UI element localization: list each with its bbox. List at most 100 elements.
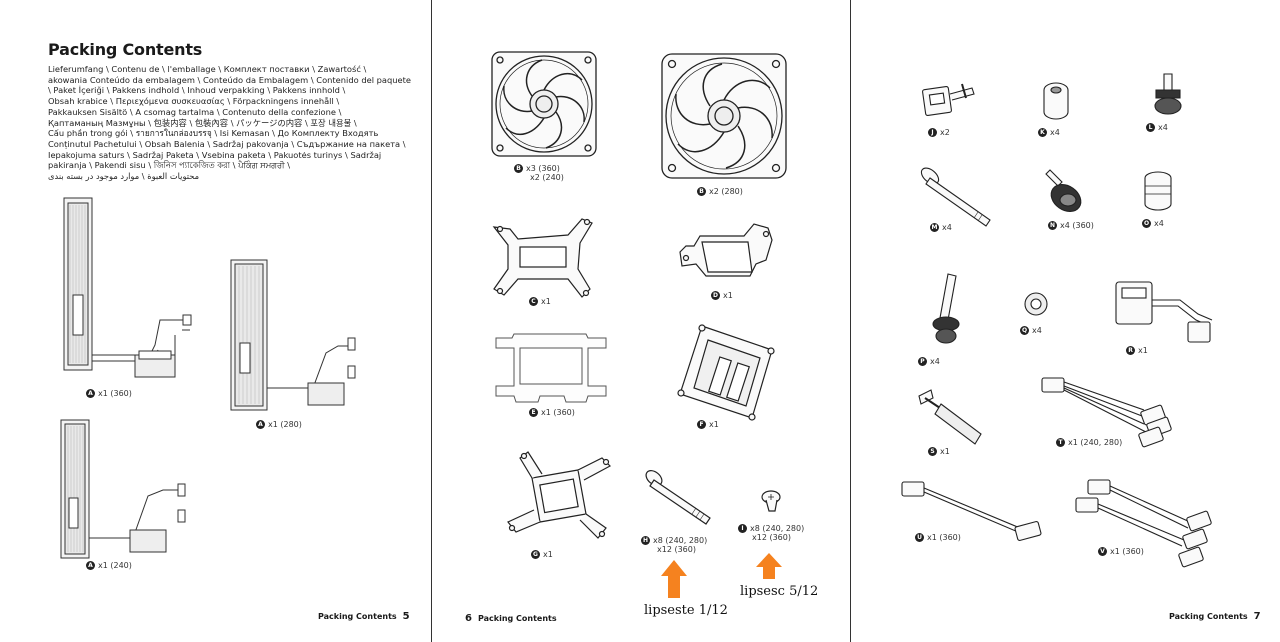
page-number: 7 xyxy=(1253,611,1261,622)
item-quantity: x1 (240) xyxy=(98,561,132,570)
screw-h-illustration xyxy=(645,470,711,525)
item-letter-badge: C xyxy=(529,297,538,306)
item-letter-badge: N xyxy=(1048,221,1057,230)
translation-line: \ Paket İçeriği \ Pakkens indhold \ Inho… xyxy=(48,85,346,96)
item-quantity: x4 xyxy=(1158,123,1168,132)
item-quantity: x3 (360) xyxy=(526,164,560,173)
item-quantity: x4 xyxy=(1032,326,1042,335)
translation-line: Lieferumfang \ Contenu de \ l'emballage … xyxy=(48,64,367,74)
page-footer: Packing Contents 7 xyxy=(1169,611,1261,622)
item-letter-badge: S xyxy=(928,447,937,456)
item-quantity: x4 (360) xyxy=(1060,221,1094,230)
footer-text: Packing Contents xyxy=(1169,612,1248,621)
item-quantity: x1 (360) xyxy=(927,533,961,542)
arrow-up-icon xyxy=(661,560,687,598)
item-quantity: x1 (360) xyxy=(98,389,132,398)
arrow-up-icon xyxy=(756,553,782,579)
translation-line: Conținutul Pachetului \ Obsah Balenia \ … xyxy=(48,138,406,149)
translation-line: pakiranja \ Pakendi sisu \ জিনিস প্যাকেজ… xyxy=(48,160,291,171)
page-number: 6 xyxy=(465,613,472,624)
fan-360-illustration xyxy=(491,51,597,157)
backplate-f-illustration xyxy=(677,324,775,421)
item-letter-badge: E xyxy=(529,408,538,417)
translation-line: akowania Conteúdo da embalagem \ Conteúd… xyxy=(48,74,411,85)
item-letter-badge: O xyxy=(1142,219,1151,228)
item-letter-badge: L xyxy=(1146,123,1155,132)
part-p-illustration xyxy=(932,273,960,344)
item-letter-badge: A xyxy=(86,389,95,398)
item-letter-badge: G xyxy=(531,550,540,559)
part-k-illustration xyxy=(1043,82,1069,120)
item-quantity: x1 xyxy=(940,447,950,456)
item-letter-badge: I xyxy=(738,524,747,533)
item-quantity: x1 xyxy=(1138,346,1148,355)
item-letter-badge: R xyxy=(1126,346,1135,355)
item-b-240-quantity: x2 (240) xyxy=(530,173,564,182)
translation-line: محتويات العبوة \ موارد موجود در بسته بند… xyxy=(48,171,200,182)
part-n-illustration xyxy=(1045,169,1082,212)
thermal-paste-s-illustration xyxy=(918,389,982,445)
fan-280-illustration xyxy=(661,53,787,179)
bracket-d-illustration xyxy=(679,223,773,277)
translation-line: Cấu phần trong gói \ รายการในกล่องบรรจุ … xyxy=(48,128,379,139)
item-quantity: x1 (280) xyxy=(268,420,302,429)
part-q-illustration xyxy=(1024,292,1048,316)
item-quantity: x2 xyxy=(940,128,950,137)
part-l-illustration xyxy=(1154,73,1182,115)
translation-line: Obsah krabice \ Περιεχόμενα συσκευασίας … xyxy=(48,96,340,107)
item-letter-badge: U xyxy=(915,533,924,542)
intel-bracket-g-illustration xyxy=(507,451,611,539)
page-footer: 6 Packing Contents xyxy=(465,613,557,624)
footer-text: Packing Contents xyxy=(477,614,557,623)
part-m-illustration xyxy=(920,167,991,227)
item-quantity: x1 (360) xyxy=(541,408,575,417)
item-quantity: x4 xyxy=(1154,219,1164,228)
item-quantity: x1 (240, 280) xyxy=(1068,438,1123,447)
item-letter-badge: A xyxy=(256,420,265,429)
missing-note-h: lipseste 1/12 xyxy=(644,603,728,618)
item-quantity: x1 xyxy=(541,297,551,306)
item-letter-badge: J xyxy=(928,128,937,137)
radiator-360-illustration xyxy=(63,197,192,378)
page-title: Packing Contents xyxy=(48,40,203,59)
cable-v-illustration xyxy=(1075,479,1212,568)
bracket-e-illustration xyxy=(495,333,607,403)
page-divider-left xyxy=(431,0,432,642)
radiator-280-illustration xyxy=(230,259,356,411)
footer-text: Packing Contents xyxy=(318,612,397,621)
item-letter-badge: Q xyxy=(1020,326,1029,335)
screw-i-illustration xyxy=(761,490,781,512)
translation-line: Қаптаманың Мазмұны \ 包装内容 \ 包裝內容 \ パッケージ… xyxy=(48,117,357,128)
item-quantity: x1 xyxy=(723,291,733,300)
cable-u-illustration xyxy=(901,481,1042,541)
item-letter-badge: K xyxy=(1038,128,1047,137)
part-j-illustration xyxy=(922,83,975,116)
item-quantity: x4 xyxy=(1050,128,1060,137)
missing-note-i: lipsesc 5/12 xyxy=(740,584,819,599)
item-i-360-quantity: x12 (360) xyxy=(752,533,791,542)
page-divider-right xyxy=(850,0,851,642)
item-h-360-quantity: x12 (360) xyxy=(657,545,696,554)
part-o-illustration xyxy=(1144,171,1172,211)
item-letter-badge: F xyxy=(697,420,706,429)
item-letter-badge: H xyxy=(641,536,650,545)
translation-line: Iepakojuma saturs \ Sadržaj Paketa \ Vse… xyxy=(48,149,382,160)
item-quantity: x1 xyxy=(543,550,553,559)
